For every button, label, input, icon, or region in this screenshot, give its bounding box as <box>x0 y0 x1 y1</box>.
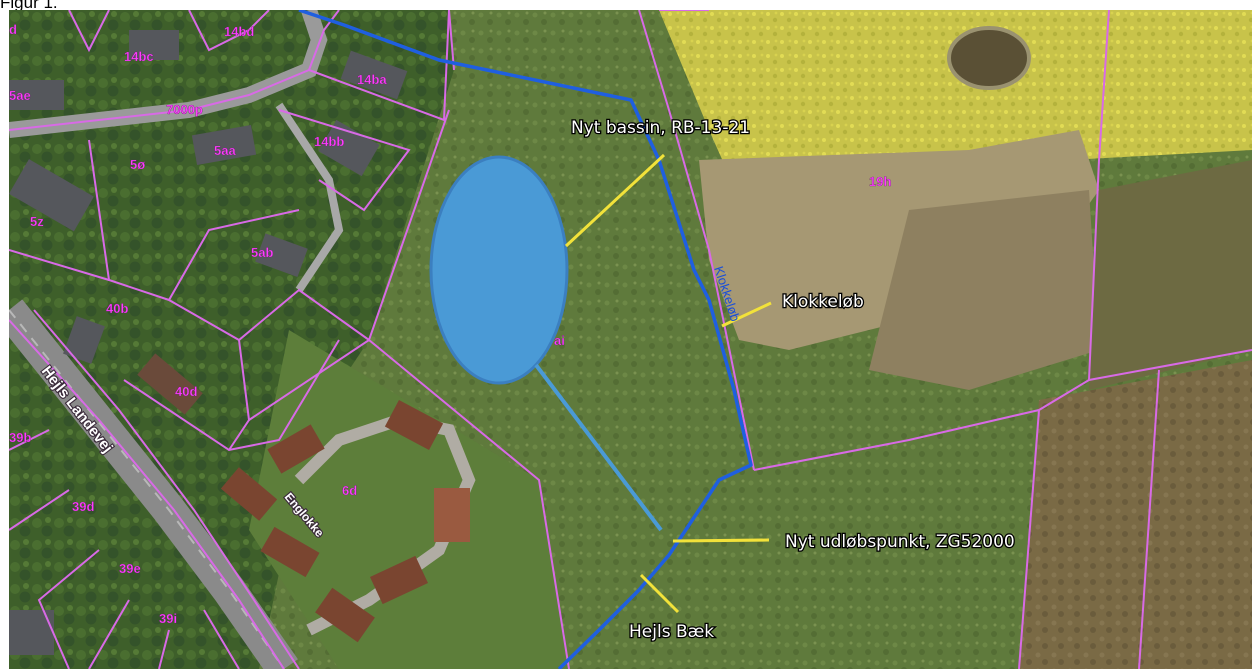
parcel-label: 40b <box>106 301 128 316</box>
parcel-label: 39i <box>159 611 177 626</box>
parcel-label: ai <box>554 333 565 348</box>
leader-lines <box>564 153 772 614</box>
parcel-label: 5ae <box>9 88 31 103</box>
basin-ellipse <box>429 155 569 385</box>
stream-callout: Klokkeløb <box>782 292 864 312</box>
outlet-callout: Nyt udløbspunkt, ZG52000 <box>785 532 1015 552</box>
parcel-label: 19h <box>869 174 891 189</box>
parcel-label: 5z <box>30 214 44 229</box>
aerial-map[interactable]: Nyt bassin, RB-13-21 Klokkeløb Nyt udløb… <box>9 10 1252 669</box>
parcel-label: 5ø <box>130 157 145 172</box>
parcel-label: d <box>9 22 17 37</box>
parcel-label: 14bb <box>314 134 344 149</box>
parcel-label: 39b <box>9 430 31 445</box>
basin-callout: Nyt bassin, RB-13-21 <box>571 118 750 138</box>
parcel-label: 14bc <box>124 49 154 64</box>
parcel-label: 14ba <box>357 72 387 87</box>
parcel-label: 7000p <box>166 102 203 117</box>
parcel-label: 39e <box>119 561 141 576</box>
parcel-label: 39d <box>72 499 94 514</box>
parcel-label: 5ab <box>251 245 273 260</box>
figure-label: Figur 1. <box>0 0 58 12</box>
parcel-label: 6d <box>342 483 357 498</box>
creek-callout: Hejls Bæk <box>629 622 714 642</box>
parcel-labels: 14bd 14bc 14ba 5ae 7000p 14bb 5aa 5ø 5z … <box>9 22 892 626</box>
outlet-line <box>534 363 663 532</box>
parcel-label: 5aa <box>214 143 236 158</box>
parcel-label: 40d <box>175 384 197 399</box>
parcel-label: 14bd <box>224 24 254 39</box>
